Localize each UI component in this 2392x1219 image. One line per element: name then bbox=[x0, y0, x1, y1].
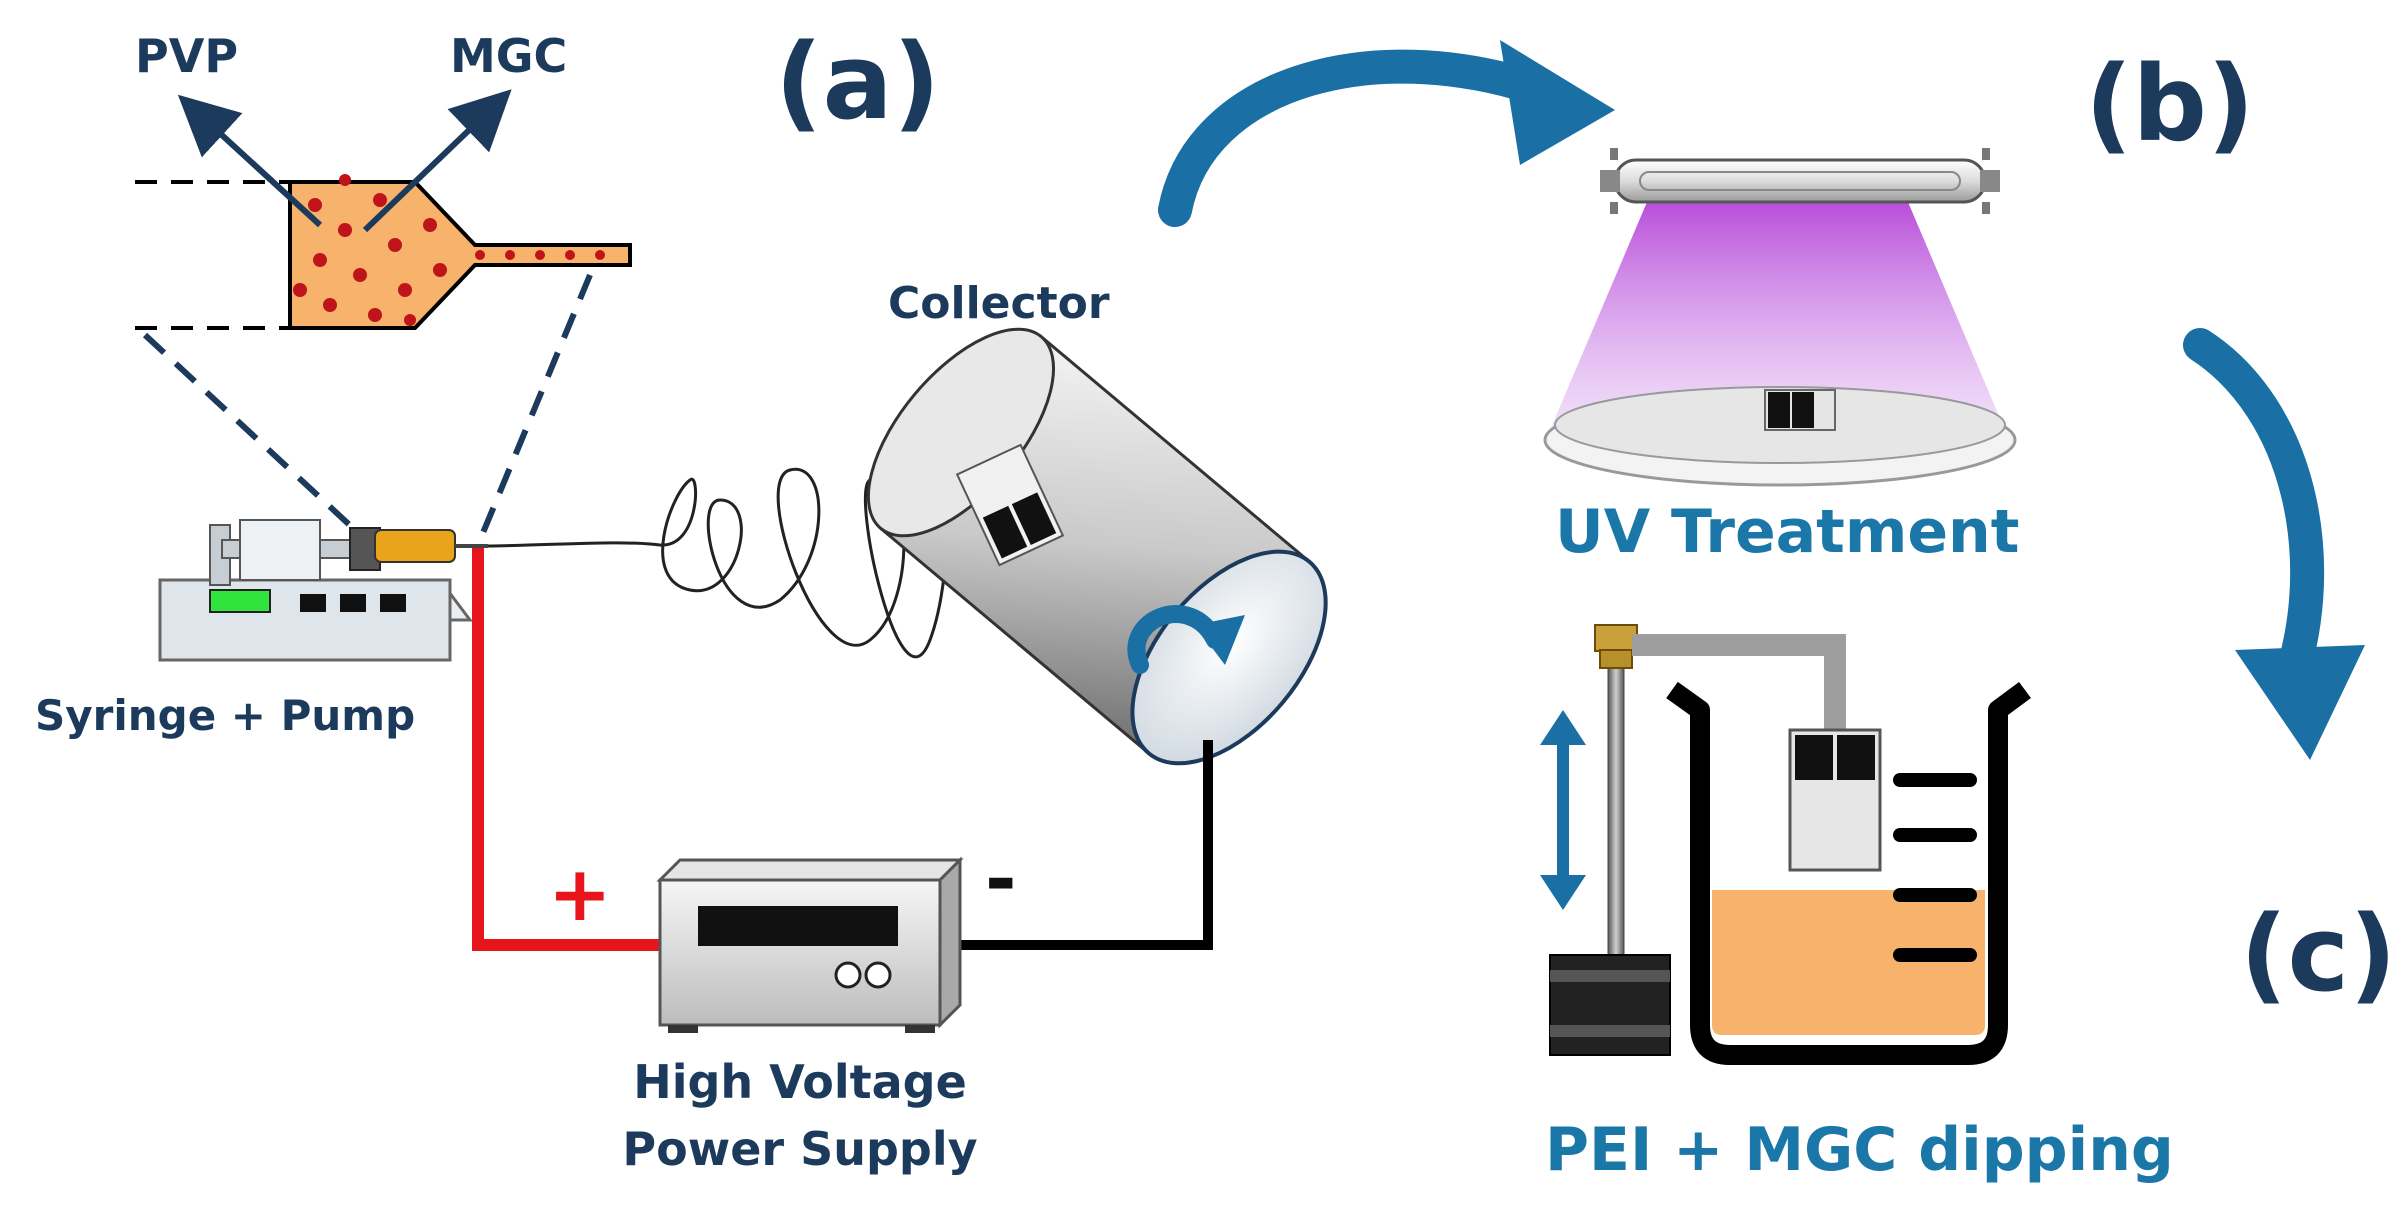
power-supply bbox=[656, 856, 964, 1033]
flow-arrow-a-to-b bbox=[1158, 40, 1615, 227]
hv-label-line2: Power Supply bbox=[622, 1122, 977, 1176]
flow-arrow-b-to-c bbox=[2183, 328, 2365, 760]
syringe-barrel bbox=[374, 529, 456, 563]
nozzle-magnification bbox=[135, 89, 632, 542]
sensor-chip-icon bbox=[1764, 389, 1836, 431]
panel-label-b: (b) bbox=[2085, 43, 2255, 165]
positive-wire bbox=[472, 548, 660, 951]
stepper-motor-icon bbox=[1549, 954, 1671, 1056]
pvp-label: PVP bbox=[135, 29, 238, 83]
negative-sign: - bbox=[985, 834, 1017, 923]
uv-setup bbox=[1543, 148, 2017, 487]
syringe-pump bbox=[158, 519, 488, 662]
vertical-motion-arrow bbox=[1540, 710, 1586, 910]
pump-display bbox=[209, 589, 271, 613]
power-supply-display bbox=[698, 906, 898, 946]
positive-sign: + bbox=[548, 849, 612, 938]
uv-treatment-label: UV Treatment bbox=[1555, 497, 2019, 567]
hv-label-line1: High Voltage bbox=[633, 1055, 967, 1109]
dipping-setup bbox=[1540, 624, 2031, 1065]
uv-lamp-icon bbox=[1600, 148, 2000, 214]
dipping-label: PEI + MGC dipping bbox=[1545, 1115, 2174, 1185]
beaker-icon bbox=[1666, 681, 2031, 1065]
nozzle-solution bbox=[288, 180, 632, 330]
mgc-label: MGC bbox=[450, 29, 567, 83]
negative-wire bbox=[940, 740, 1213, 950]
fiber-jet bbox=[487, 406, 1001, 659]
sensor-chip-icon bbox=[1788, 728, 1882, 872]
uv-light-beam bbox=[1550, 195, 2005, 430]
collector-label: Collector bbox=[888, 278, 1110, 329]
rotation-arrow-icon bbox=[1127, 605, 1245, 674]
mgc-particles bbox=[293, 174, 605, 326]
panel-label-a: (a) bbox=[775, 21, 940, 143]
sensor-chip-icon bbox=[955, 443, 1065, 567]
panel-label-c: (c) bbox=[2240, 893, 2392, 1015]
syringe-pump-label: Syringe + Pump bbox=[35, 691, 415, 740]
collector-drum bbox=[866, 327, 1328, 766]
